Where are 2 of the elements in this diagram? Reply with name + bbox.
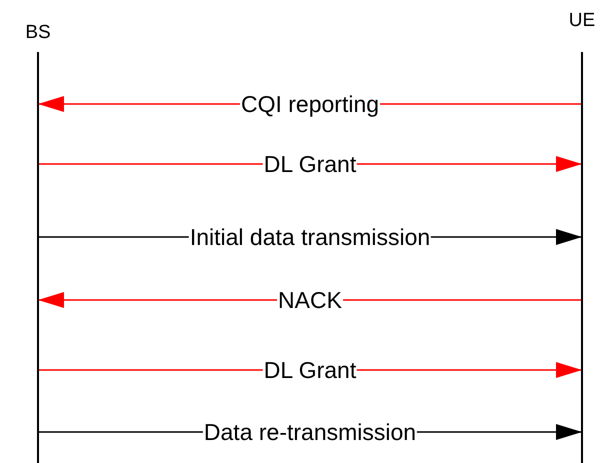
participant-label: BS	[24, 22, 52, 44]
participant-label: UE	[568, 10, 596, 32]
